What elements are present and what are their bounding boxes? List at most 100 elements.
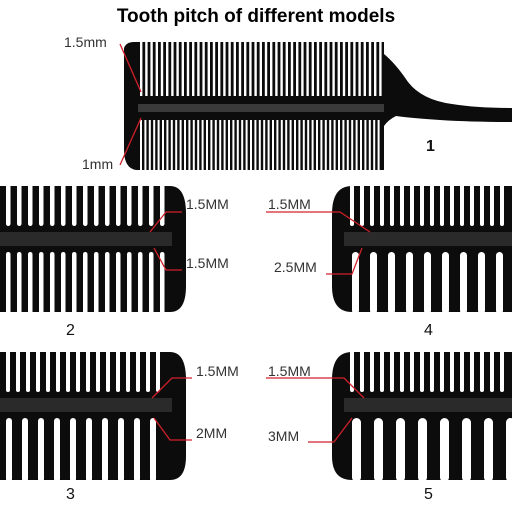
tooth-gap <box>442 252 449 314</box>
tooth-gap <box>186 40 190 96</box>
tooth-gap <box>214 120 217 172</box>
tooth-gap <box>324 120 327 172</box>
tooth-gap <box>410 184 414 226</box>
tooth-gap <box>96 350 100 392</box>
tooth-gap <box>254 120 257 172</box>
tooth-gap <box>327 40 330 96</box>
tooth-gap <box>490 350 494 392</box>
tooth-gap <box>368 40 372 96</box>
tooth-gap <box>140 40 143 96</box>
comb-3-bottom-pitch-label: 2MM <box>196 425 228 441</box>
tooth-gap <box>181 40 184 96</box>
tooth-gap <box>166 120 169 172</box>
comb-1-bottom-pitch-label: 1mm <box>82 156 114 172</box>
tooth-gap <box>301 40 304 96</box>
comb-2-top-pitch-label: 1.5MM <box>186 196 229 212</box>
tooth-gap <box>206 120 208 172</box>
tooth-gap <box>496 252 503 314</box>
pitch-leader-lines <box>119 43 371 443</box>
tooth-gap <box>66 350 70 392</box>
tooth-gap <box>406 252 413 314</box>
tooth-gap <box>50 252 55 314</box>
tooth-gap <box>134 418 140 482</box>
tooth-gap <box>38 418 44 482</box>
tooth-gap <box>150 418 156 482</box>
tooth-gap <box>350 184 354 226</box>
tooth-gap <box>6 252 11 314</box>
tooth-gap <box>374 418 383 482</box>
tooth-gap <box>155 40 158 96</box>
tooth-gap <box>160 40 164 96</box>
tooth-gap <box>484 418 493 482</box>
tooth-gap <box>192 120 195 172</box>
tooth-gap <box>126 350 130 392</box>
tooth-gap <box>192 40 195 96</box>
tooth-gap <box>351 120 354 172</box>
tooth-gap <box>337 40 340 96</box>
tooth-gap <box>379 40 382 96</box>
comb-3-number: 3 <box>66 486 75 503</box>
tooth-gap <box>138 184 143 226</box>
tooth-gap <box>424 252 431 314</box>
tooth-gap <box>197 120 200 172</box>
tooth-gap <box>212 40 216 96</box>
tooth-gap <box>250 120 252 172</box>
tooth-gap <box>400 184 404 226</box>
tooth-gap <box>179 120 182 172</box>
tooth-gap <box>355 120 358 172</box>
tooth-gap <box>56 350 60 392</box>
tooth-gap <box>470 350 474 392</box>
tooth-gap <box>500 350 504 392</box>
tooth-gap <box>166 40 169 96</box>
comb-2 <box>0 184 186 314</box>
tooth-gap <box>380 184 384 226</box>
tooth-gap <box>311 40 314 96</box>
tooth-gap <box>263 120 266 172</box>
tooth-gap <box>289 120 292 172</box>
tooth-gap <box>116 184 121 226</box>
tooth-gap <box>374 40 377 96</box>
tooth-gap <box>450 350 454 392</box>
tooth-gap <box>86 350 90 392</box>
tooth-gap <box>116 252 121 314</box>
tooth-gap <box>460 252 467 314</box>
tooth-gap <box>245 120 248 172</box>
tooth-gap <box>370 252 377 314</box>
tooth-gap <box>105 252 110 314</box>
tooth-gap <box>223 120 226 172</box>
tooth-gap <box>353 40 356 96</box>
tooth-gap <box>360 350 364 392</box>
tooth-gap <box>72 252 77 314</box>
tooth-gap <box>156 350 160 392</box>
tooth-gap <box>440 418 449 482</box>
tooth-gap <box>162 120 164 172</box>
tooth-gap <box>171 40 174 96</box>
tooth-gap <box>440 350 444 392</box>
tooth-gap <box>106 350 110 392</box>
tooth-gap <box>348 40 351 96</box>
tooth-gap <box>370 350 374 392</box>
tooth-gap <box>390 184 394 226</box>
tooth-gap <box>236 120 239 172</box>
tooth-gap <box>285 40 288 96</box>
tooth-gap <box>233 40 236 96</box>
tooth-gap <box>388 252 395 314</box>
tooth-gap <box>127 252 132 314</box>
comb-5-number: 5 <box>424 486 433 503</box>
tooth-gap <box>228 40 231 96</box>
tooth-gap <box>333 120 336 172</box>
tooth-gap <box>490 184 494 226</box>
tooth-gap <box>460 184 464 226</box>
tooth-gap <box>116 350 120 392</box>
tooth-gap <box>360 120 362 172</box>
tooth-gap <box>241 120 244 172</box>
tooth-gap <box>430 184 434 226</box>
tooth-gap <box>364 120 367 172</box>
tooth-gap <box>36 350 40 392</box>
tooth-gap <box>368 120 371 172</box>
tooth-gap <box>72 184 77 226</box>
tooth-gap <box>418 418 427 482</box>
tooth-gap <box>207 40 210 96</box>
